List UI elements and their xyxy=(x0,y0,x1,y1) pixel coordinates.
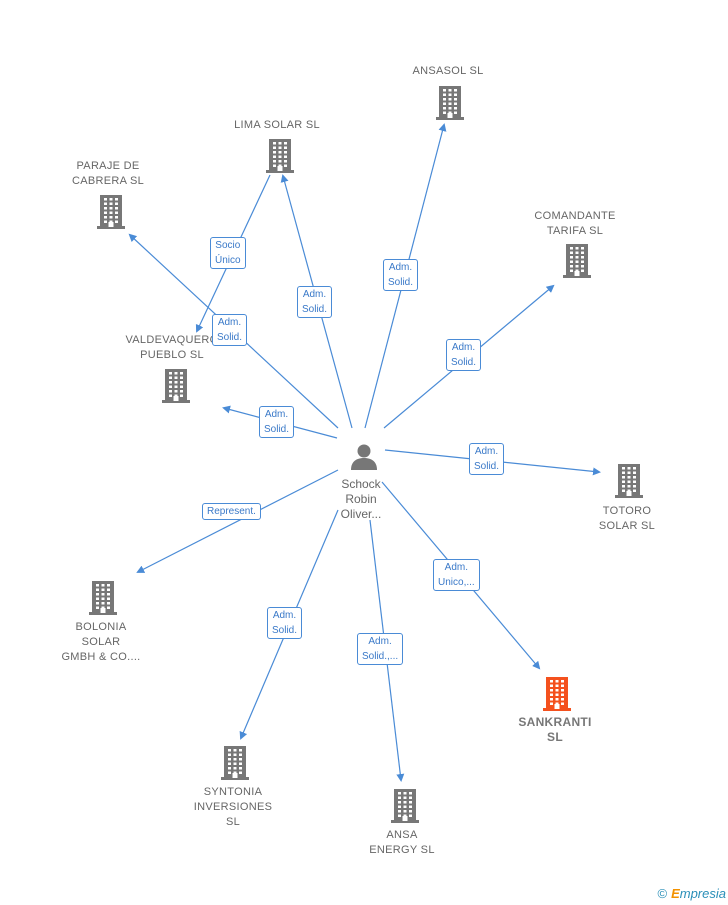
company-sankranti[interactable]: SANKRANTI SL xyxy=(495,715,615,745)
building-icon xyxy=(219,746,251,785)
company-label: VALDEVAQUERO PUEBLO SL xyxy=(125,334,219,361)
building-icon xyxy=(561,244,593,283)
copyright-symbol: © xyxy=(657,886,668,901)
company-label: ANSA ENERGY SL xyxy=(369,829,435,856)
company-label: COMANDANTE TARIFA SL xyxy=(534,210,616,237)
company-comandante-tarifa[interactable]: COMANDANTE TARIFA SL xyxy=(515,209,635,239)
building-icon xyxy=(87,581,119,620)
company-totoro-solar[interactable]: TOTORO SOLAR SL xyxy=(567,504,687,534)
edge-label-comandante[interactable]: Adm. Solid. xyxy=(446,339,482,371)
company-label: SYNTONIA INVERSIONES SL xyxy=(193,786,273,828)
company-label: BOLONIA SOLAR GMBH & CO.... xyxy=(61,621,141,663)
building-icon xyxy=(389,789,421,828)
edge-label-lima[interactable]: Adm. Solid. xyxy=(297,286,333,318)
company-syntonia-inversiones[interactable]: SYNTONIA INVERSIONES SL xyxy=(173,785,293,830)
company-lima-solar[interactable]: LIMA SOLAR SL xyxy=(217,118,337,133)
edge-label-paraje[interactable]: Adm. Solid. xyxy=(212,314,248,346)
building-icon xyxy=(160,369,192,408)
person-icon[interactable] xyxy=(349,442,379,472)
company-bolonia-solar[interactable]: BOLONIA SOLAR GMBH & CO.... xyxy=(41,620,161,665)
brand-e: E xyxy=(671,886,680,901)
company-ansa-energy[interactable]: ANSA ENERGY SL xyxy=(342,828,462,858)
company-valdevaquero-pueblo[interactable]: VALDEVAQUERO PUEBLO SL xyxy=(112,333,232,363)
company-label: LIMA SOLAR SL xyxy=(234,119,320,131)
edge-label-syntonia[interactable]: Adm. Solid. xyxy=(267,607,303,639)
edge-label-bolonia[interactable]: Represent. xyxy=(202,503,261,520)
company-label: ANSASOL SL xyxy=(412,65,484,77)
edge-label-ansa[interactable]: Adm. Solid.,... xyxy=(357,633,404,665)
building-icon xyxy=(613,464,645,503)
company-label: TOTORO SOLAR SL xyxy=(598,505,656,532)
edge-label-sankranti[interactable]: Adm. Unico,... xyxy=(433,559,480,591)
edge-label-ansasol[interactable]: Adm. Solid. xyxy=(383,259,419,291)
edge-label-socio-unico[interactable]: Socio Único xyxy=(210,237,246,269)
edge-bolonia xyxy=(136,469,339,573)
company-ansasol[interactable]: ANSASOL SL xyxy=(388,64,508,79)
building-icon xyxy=(434,86,466,125)
edge-label-valdevaquero[interactable]: Adm. Solid. xyxy=(259,406,295,438)
company-label: PARAJE DE CABRERA SL xyxy=(71,160,145,187)
brand-name: mpresia xyxy=(679,886,726,901)
center-person-label[interactable]: Schock Robin Oliver... xyxy=(340,477,382,521)
company-label: SANKRANTI SL xyxy=(518,715,592,744)
edge-label-totoro[interactable]: Adm. Solid. xyxy=(469,443,505,475)
building-icon xyxy=(95,195,127,234)
building-icon xyxy=(264,139,296,178)
brand-logo: ©Empresia xyxy=(657,886,726,901)
building-icon-highlighted xyxy=(541,677,573,716)
company-paraje-de-cabrera[interactable]: PARAJE DE CABRERA SL xyxy=(48,159,168,189)
